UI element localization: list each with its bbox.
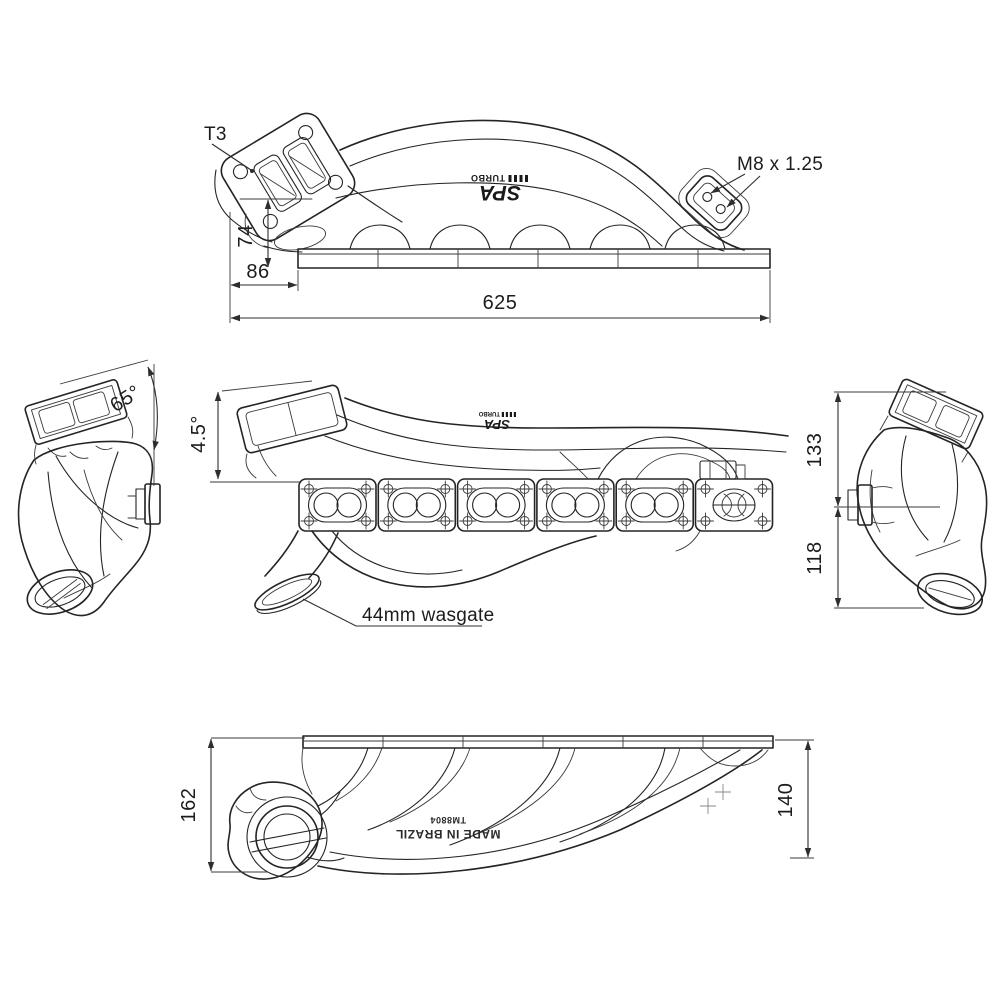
dim-162-text: 162: [178, 788, 200, 823]
logo-turbo-text: TURBO: [471, 173, 506, 183]
dim-118-text: 118: [804, 541, 826, 574]
right-view-body: [847, 415, 988, 610]
left-view-flange: [24, 379, 128, 445]
right-view-outlet: [917, 572, 983, 616]
dimension-133: 133: [804, 391, 946, 508]
front-t3-flange: [236, 384, 348, 454]
left-view-outlet: [26, 569, 94, 615]
dim-133-text: 133: [804, 433, 826, 468]
center-mark-crosses: [700, 784, 731, 814]
logo-bars-icon: [508, 175, 528, 182]
dimension-162: 162: [178, 737, 305, 873]
logo-bars-icon: [501, 412, 516, 417]
dimension-4p5deg: 4.5°: [188, 380, 313, 483]
m8-bracket: [678, 167, 750, 239]
head-flange-rail: [297, 248, 771, 269]
view-end-right: 133 118: [804, 378, 988, 616]
wastegate-callout: 44mm wasgate: [302, 598, 494, 627]
dimension-74: 74: [235, 198, 284, 268]
front-understrip: [254, 530, 701, 614]
front-flange-strip: [298, 460, 774, 532]
runner-scallops: [349, 224, 726, 250]
dim-86-text: 86: [246, 261, 269, 283]
bottom-collector: [227, 781, 345, 880]
flange-plate: [615, 478, 695, 532]
left-view-body: [17, 416, 161, 617]
t3-label: T3: [204, 124, 227, 145]
bolt-hole-crosses: [300, 480, 771, 530]
flange-plate: [536, 478, 615, 532]
dimension-625: 625: [230, 270, 771, 323]
logo-spa-text: SPA: [484, 417, 510, 432]
thread-leader-1: [710, 173, 746, 194]
cast-text: MADE IN BRAZIL TM8804: [396, 815, 501, 841]
view-front-center: SPA TURBO 4.5° 44mm wasgate: [188, 380, 789, 627]
dim-45-text: 4.5°: [188, 415, 210, 453]
model-number-text: TM8804: [430, 815, 466, 825]
logo-spa-text: SPA: [479, 181, 521, 204]
collector-underside: [214, 169, 403, 253]
thread-leader-2: [726, 175, 761, 208]
flange-plate: [377, 478, 457, 532]
front-body-curves: [245, 397, 789, 480]
logo-turbo-text: TURBO: [478, 410, 500, 416]
flange-plate: [298, 478, 377, 532]
made-in-brazil-text: MADE IN BRAZIL: [396, 827, 501, 841]
flange-plate: [456, 478, 536, 532]
spa-turbo-logo: SPA TURBO: [471, 173, 528, 204]
manifold-body-outline: [335, 119, 745, 252]
flange-plate-round: [694, 460, 774, 532]
dim-625-text: 625: [483, 292, 518, 314]
wastegate-label: 44mm wasgate: [362, 605, 494, 626]
thread-label: M8 x 1.25: [737, 154, 823, 175]
t3-leader-dot: [250, 169, 254, 173]
view-side-bottom: MADE IN BRAZIL TM8804 162 140: [178, 735, 814, 880]
bottom-flange-rail: [302, 735, 774, 749]
dimension-118: 118: [804, 507, 924, 609]
view-side-top: SPA TURBO T3 M8 x 1.25 74 86: [204, 112, 823, 323]
dim-140-text: 140: [775, 783, 797, 818]
spa-turbo-logo-small: SPA TURBO: [478, 410, 516, 432]
right-view-flange: [888, 378, 984, 450]
dimension-86: 86: [229, 212, 299, 323]
dimension-140: 140: [775, 739, 814, 859]
t3-leader-line: [211, 143, 252, 171]
t3-flange: [220, 112, 356, 242]
dim-74-text: 74: [235, 224, 257, 247]
view-end-left: 65°: [17, 359, 161, 617]
bottom-runners: [301, 747, 769, 875]
